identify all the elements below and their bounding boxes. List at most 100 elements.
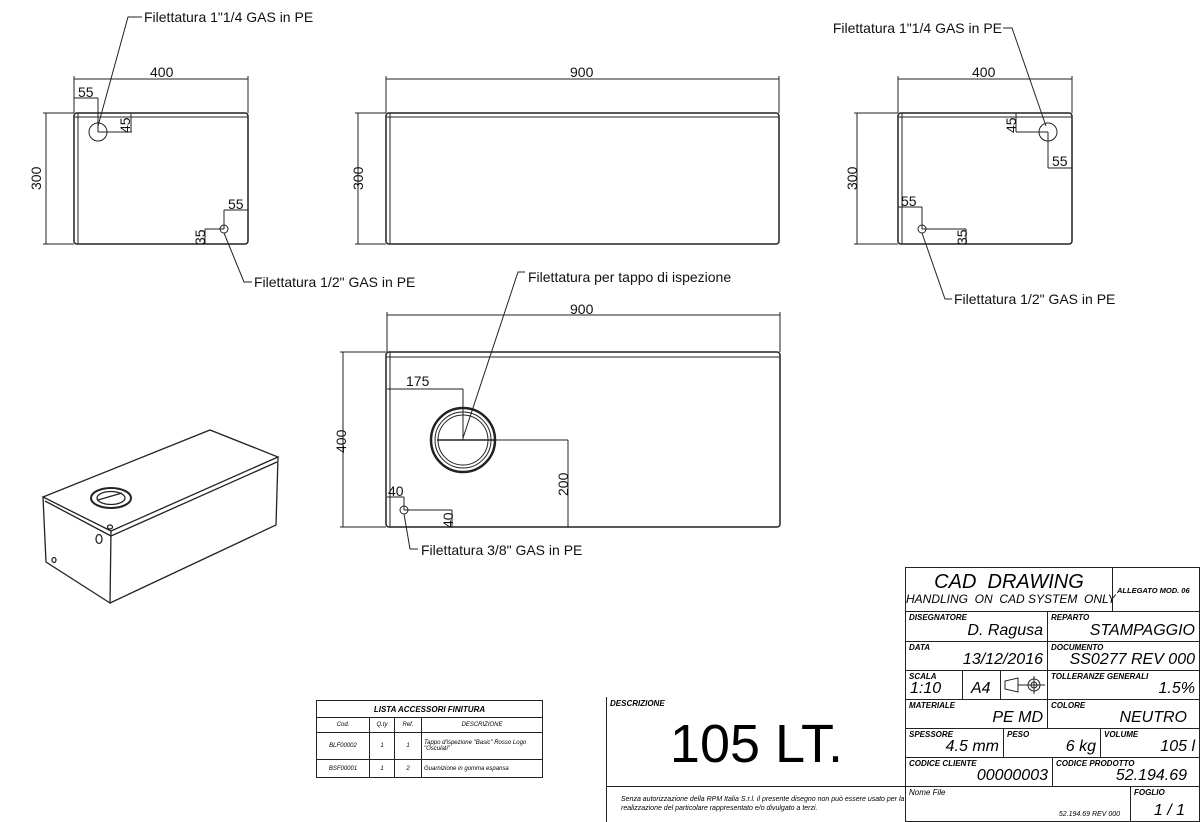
header-descrizione: DESCRIZIONE: [421, 717, 543, 733]
header-ref: Ref.: [394, 717, 422, 733]
dim-height: 300: [28, 166, 44, 190]
disegnatore-cell: DISEGNATORE D. Ragusa: [905, 611, 1048, 642]
projection-symbol-cell: [1000, 670, 1048, 700]
reparto-label: REPARTO: [1051, 613, 1090, 622]
data-label: DATA: [909, 643, 931, 652]
cell-ref: 2: [394, 759, 422, 778]
foglio-value: 1 / 1: [1153, 802, 1185, 819]
tolleranze-value: 1.5%: [1158, 680, 1195, 697]
volume-cell: VOLUME 105 l: [1100, 728, 1200, 758]
dim-small-hole-y: 35: [192, 229, 208, 245]
subtitle: HANDLING ON CAD SYSTEM ONLY: [906, 592, 1116, 606]
isometric-tank-view: [41, 429, 280, 605]
note-cap-thread: Filettatura per tappo di ispezione: [528, 269, 731, 285]
table-row: BSF00001 1 2 Guarnizione in gomma espans…: [316, 759, 543, 778]
documento-label: DOCUMENTO: [1051, 643, 1104, 652]
first-angle-projection-icon: [1004, 676, 1045, 694]
note-bottom-thread: Filettatura 1/2" GAS in PE: [254, 274, 415, 290]
documento-cell: DOCUMENTO SS0277 REV 000: [1047, 641, 1200, 671]
materiale-value: PE MD: [992, 709, 1043, 726]
formato-value: A4: [971, 680, 991, 697]
scala-cell: SCALA 1:10: [905, 670, 963, 700]
dim-hole-y: 40: [440, 512, 456, 528]
peso-value: 6 kg: [1065, 738, 1096, 755]
dim-small-hole-y: 35: [954, 229, 970, 245]
peso-cell: PESO 6 kg: [1003, 728, 1101, 758]
disegnatore-value: D. Ragusa: [967, 622, 1043, 639]
codice-prodotto-cell: CODICE PRODOTTO 52.194.69: [1052, 757, 1200, 787]
documento-value: SS0277 REV 000: [1069, 651, 1195, 668]
colore-value: NEUTRO: [1119, 709, 1187, 726]
disegnatore-label: DISEGNATORE: [909, 613, 967, 622]
cell-descrizione: Tappo d'ispezione "Basic" Rosso Logo "Os…: [421, 732, 543, 760]
colore-cell: COLORE NEUTRO: [1047, 699, 1200, 729]
top-view: 900 400 175 200 40 40 Filettatura per ta…: [333, 269, 781, 558]
dim-small-hole-x: 55: [228, 196, 244, 212]
disclaimer-text: Senza autorizzazione della RPM Italia S.…: [621, 796, 905, 812]
accessories-table: LISTA ACCESSORI FINITURA Cod. Q.ty Ref. …: [316, 700, 543, 778]
codice-cliente-value: 00000003: [976, 767, 1048, 784]
dim-width: 900: [570, 301, 594, 317]
codice-prodotto-label: CODICE PRODOTTO: [1056, 759, 1135, 768]
dim-small-hole-x: 55: [901, 193, 917, 209]
right-side-view: 400 300 45 55 55 35 Filettatura 1"1/4 GA…: [833, 20, 1116, 307]
description-box: DESCRIZIONE 105 LT.: [606, 697, 906, 787]
dim-width: 400: [972, 64, 996, 80]
allegato-cell: ALLEGATO MOD. 06: [1112, 567, 1200, 612]
spessore-cell: SPESSORE 4.5 mm: [905, 728, 1004, 758]
dim-height: 300: [350, 166, 366, 190]
scala-label: SCALA: [909, 672, 937, 681]
data-cell: DATA 13/12/2016: [905, 641, 1048, 671]
spessore-value: 4.5 mm: [945, 738, 999, 755]
header-cod: Cod.: [316, 717, 370, 733]
reparto-value: STAMPAGGIO: [1089, 622, 1195, 639]
front-view: 900 300: [350, 64, 780, 245]
note-top-thread: Filettatura 1"1/4 GAS in PE: [833, 20, 1002, 36]
accessories-title: LISTA ACCESSORI FINITURA: [316, 700, 543, 718]
table-row: BLF00002 1 1 Tappo d'ispezione "Basic" R…: [316, 732, 543, 760]
data-value: 13/12/2016: [962, 651, 1043, 668]
cell-ref: 1: [394, 732, 422, 760]
cell-cod: BSF00001: [316, 759, 370, 778]
codice-prodotto-value: 52.194.69: [1115, 767, 1187, 784]
dim-hole-x: 40: [388, 483, 404, 499]
dim-cap-y: 200: [555, 472, 571, 496]
cell-cod: BLF00002: [316, 732, 370, 760]
cell-descrizione: Guarnizione in gomma espansa: [421, 759, 543, 778]
codice-cliente-label: CODICE CLIENTE: [909, 759, 977, 768]
description-label: DESCRIZIONE: [610, 699, 665, 708]
foglio-label: FOGLIO: [1134, 788, 1165, 797]
description-value: 105 LT.: [669, 714, 844, 774]
nome-file-value: 52.194.69 REV 000: [1058, 811, 1120, 818]
tolleranze-cell: TOLLERANZE GENERALI 1.5%: [1047, 670, 1200, 700]
dim-hole-x: 55: [1052, 153, 1068, 169]
reparto-cell: REPARTO STAMPAGGIO: [1047, 611, 1200, 642]
codice-cliente-cell: CODICE CLIENTE 00000003: [905, 757, 1053, 787]
note-top-thread: Filettatura 1"1/4 GAS in PE: [144, 9, 313, 25]
dim-cap-x: 175: [406, 373, 430, 389]
allegato: ALLEGATO MOD. 06: [1117, 586, 1190, 595]
dim-height: 300: [844, 166, 860, 190]
left-side-view: 400 300 55 45 55 35 Filettatura 1"1/4 GA…: [28, 9, 415, 290]
volume-value: 105 l: [1160, 738, 1195, 755]
cell-qty: 1: [369, 759, 395, 778]
colore-label: COLORE: [1051, 701, 1086, 710]
volume-label: VOLUME: [1104, 730, 1139, 739]
table-header-row: Cod. Q.ty Ref. DESCRIZIONE: [316, 717, 543, 733]
peso-label: PESO: [1007, 730, 1030, 739]
spessore-label: SPESSORE: [909, 730, 954, 739]
materiale-cell: MATERIALE PE MD: [905, 699, 1048, 729]
dim-width: 900: [570, 64, 594, 80]
dim-hole-y: 45: [1003, 117, 1019, 133]
scala-value: 1:10: [910, 680, 942, 697]
cell-qty: 1: [369, 732, 395, 760]
dim-hole-x: 55: [78, 84, 94, 100]
dim-width: 400: [150, 64, 174, 80]
nome-file-label: Nome File: [909, 788, 946, 797]
cad-drawing-cell: CAD DRAWING HANDLING ON CAD SYSTEM ONLY: [905, 567, 1116, 612]
dim-depth: 400: [333, 429, 349, 453]
foglio-cell: FOGLIO 1 / 1: [1130, 786, 1200, 822]
header-qty: Q.ty: [369, 717, 395, 733]
tolleranze-label: TOLLERANZE GENERALI: [1051, 672, 1149, 681]
